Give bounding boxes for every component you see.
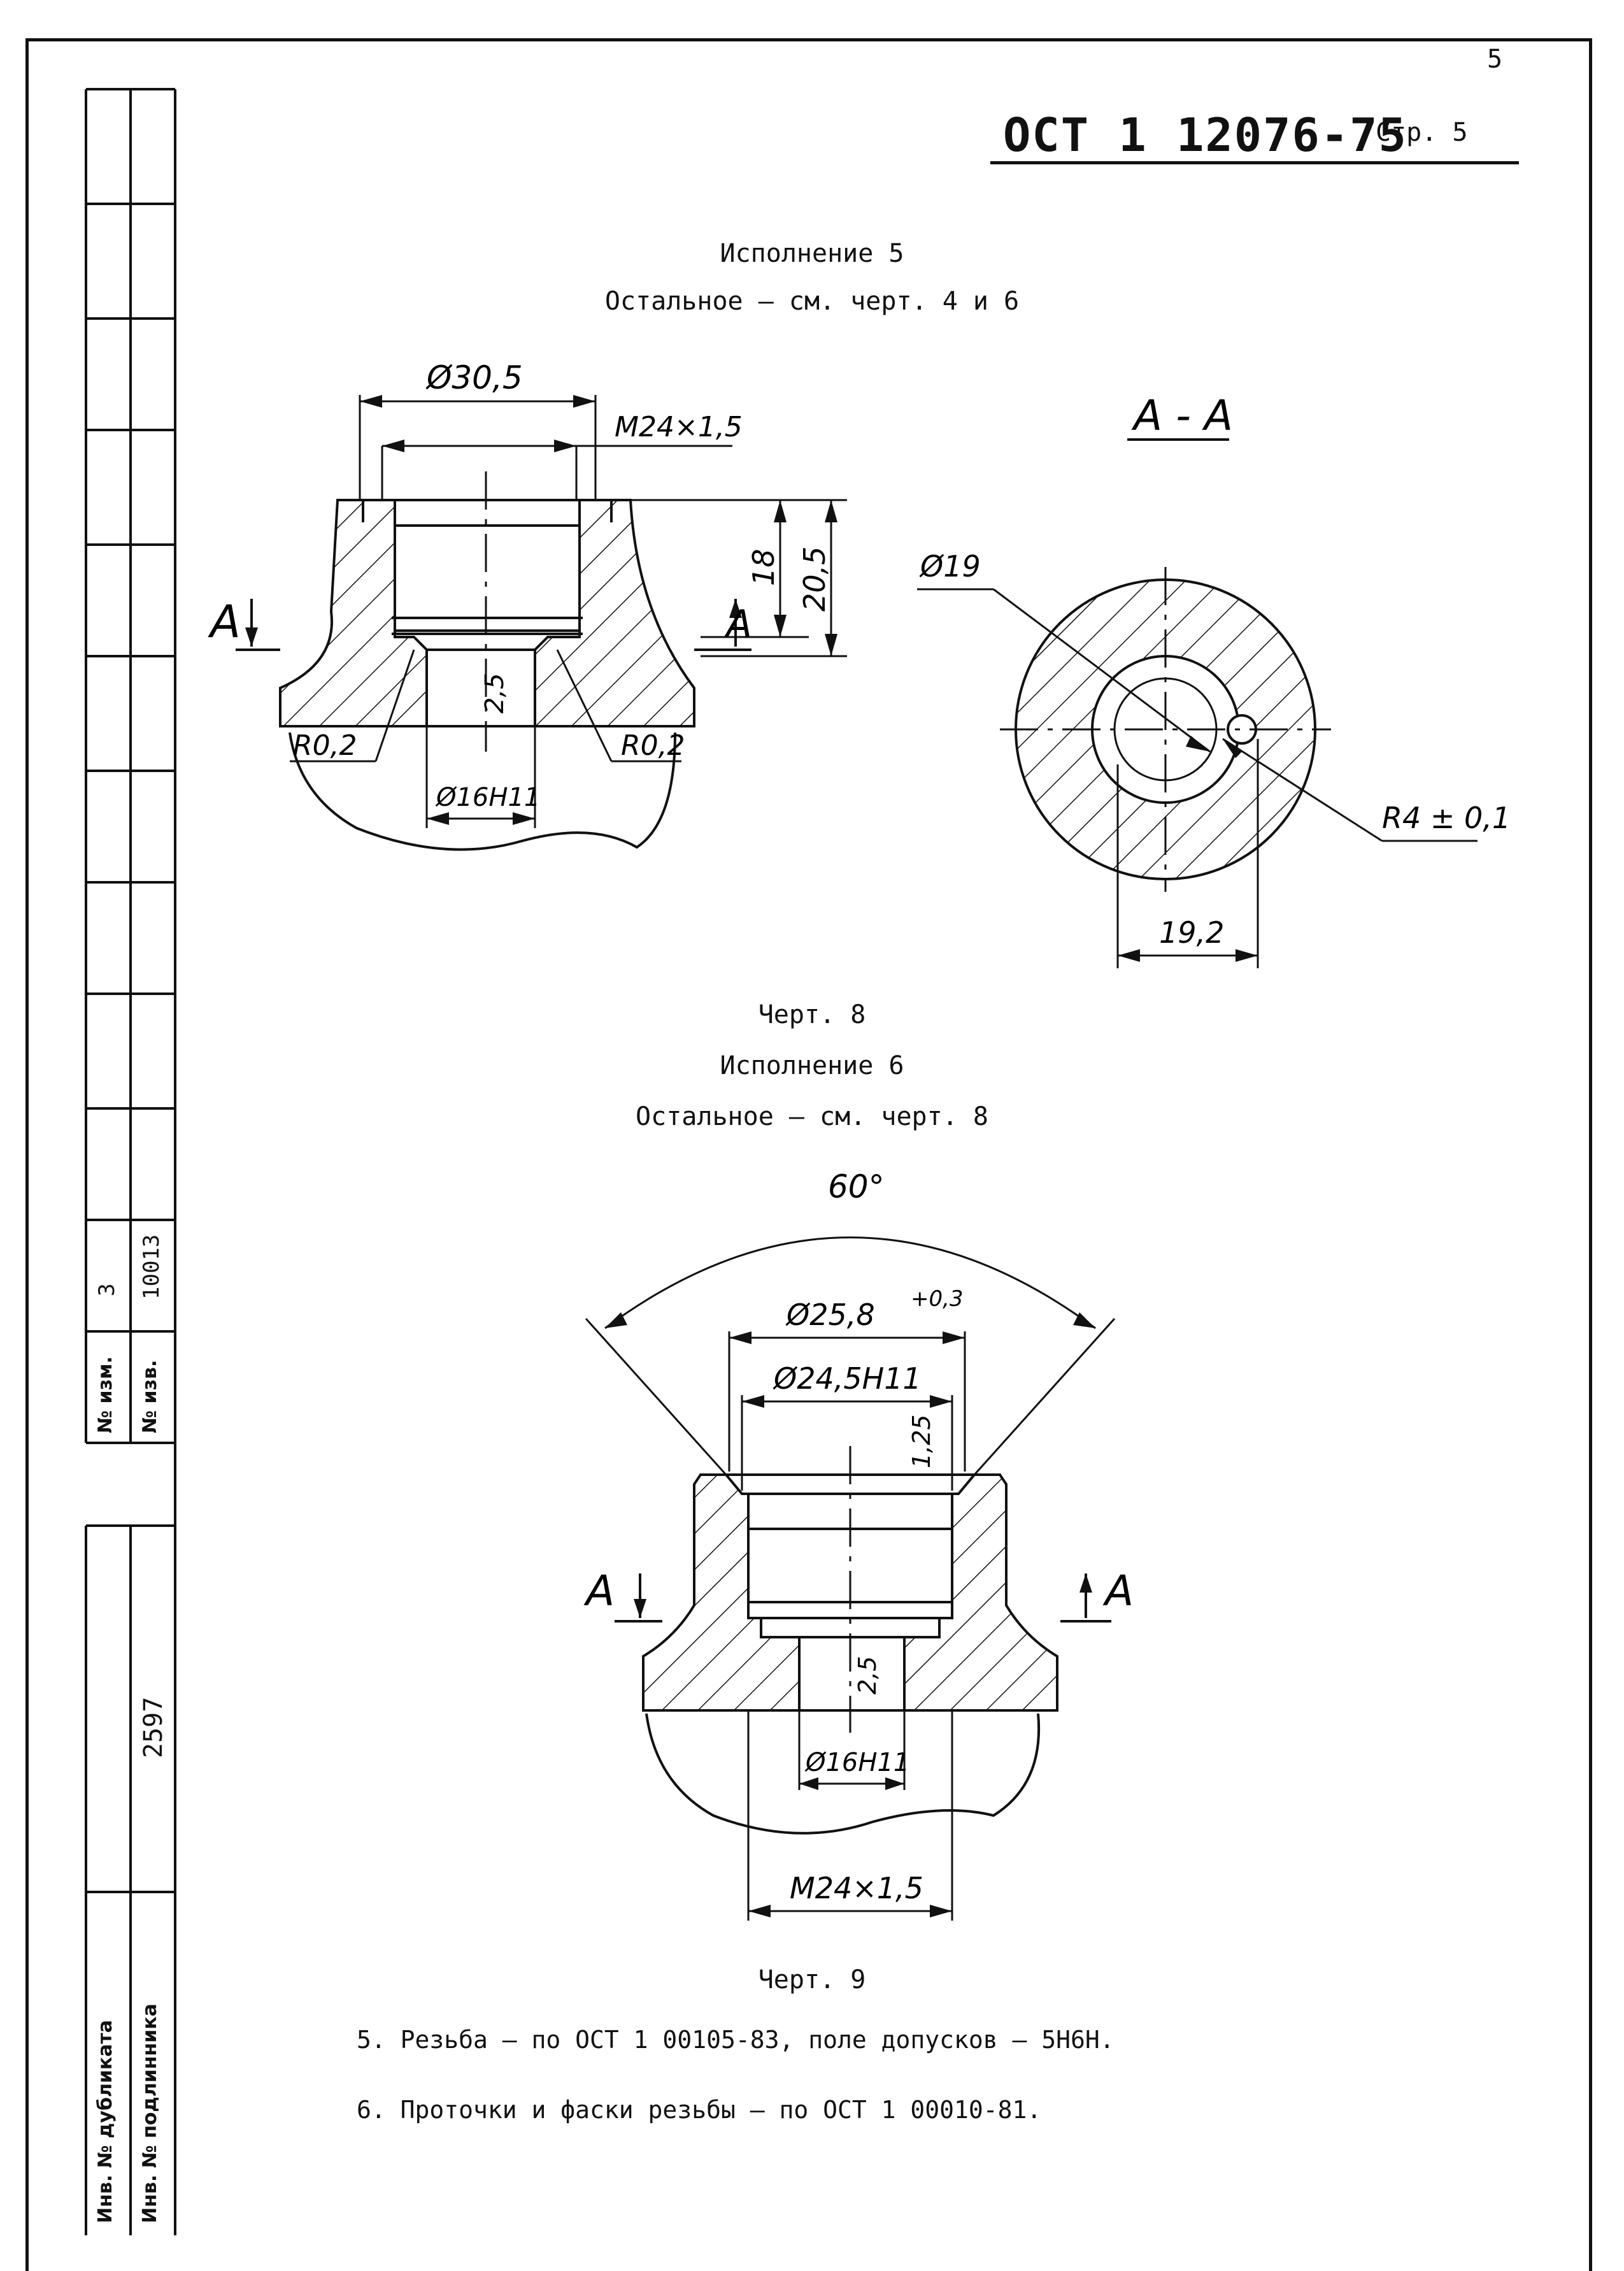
fig9-finish2: 2,5 <box>853 1656 881 1694</box>
fig8-caption: Черт. 8 <box>758 1000 866 1029</box>
dubl-label: Инв. № дубликата <box>94 2019 117 2223</box>
section-width: 19,2 <box>1159 915 1224 950</box>
podl-label: Инв. № подлинника <box>139 2003 161 2223</box>
page-frame <box>25 38 1592 2271</box>
page-number: 5 <box>1487 45 1503 74</box>
fig9-d-chamfer: Ø25,8 <box>785 1298 875 1332</box>
fig9-angle: 60° <box>828 1168 885 1205</box>
fig9-thread: M24×1,5 <box>790 1871 923 1905</box>
fig9-caption: Черт. 9 <box>758 1965 866 1995</box>
fig8-d-outer: Ø30,5 <box>425 359 523 396</box>
fig9-cut-left: A <box>583 1566 615 1615</box>
fig9-drawing: 60° Ø25,8 +0,3 Ø24,5H11 1,25 2,5 Ø16H11 … <box>583 1168 1134 1921</box>
fig8-variant: Исполнение 5 <box>720 239 904 268</box>
side-stamp-grid <box>85 88 176 2235</box>
fig8-cut-right: A <box>723 602 752 647</box>
fig8-depth2: 20,5 <box>797 547 832 612</box>
section-title: А - А <box>1131 391 1233 440</box>
fig9-variant: Исполнение 6 <box>720 1051 904 1080</box>
fig8-finish: 2,5 <box>480 673 509 713</box>
fig9-d-chamfer-tol: +0,3 <box>911 1286 964 1312</box>
fig8-depth1: 18 <box>746 548 781 586</box>
fig8-d-bore: Ø16H11 <box>435 783 540 812</box>
fig8-r-left: R0,2 <box>293 729 357 762</box>
fig8-rest: Остальное – см. черт. 4 и 6 <box>604 287 1020 316</box>
note-5: 5. Резьба – по ОСТ 1 00105-83, поле допу… <box>357 2026 1115 2054</box>
standard-title: ОСТ 1 12076-75 <box>1003 108 1407 162</box>
section-d: Ø19 <box>919 549 981 584</box>
header-underline <box>990 161 1519 164</box>
section-a-a: А - А Ø19 R4 ± 0,1 19,2 <box>917 391 1511 968</box>
fig9-d-recess: Ø24,5H11 <box>773 1361 922 1396</box>
fig8-drawing: Ø30,5 M24×1,5 18 20,5 2,5 R0,2 R0,2 Ø16H… <box>208 359 847 851</box>
fig8-thread: M24×1,5 <box>615 411 743 443</box>
note-6: 6. Проточки и фаски резьбы – по ОСТ 1 00… <box>357 2096 1042 2124</box>
fig8-r-right: R0,2 <box>621 729 685 762</box>
fig9-finish1: 1,25 <box>908 1414 936 1468</box>
fig8-cut-left: A <box>208 596 241 648</box>
fig9-rest: Остальное – см. черт. 8 <box>636 1102 988 1131</box>
fig9-cut-right: A <box>1102 1566 1134 1615</box>
page-label: Стр. 5 <box>1376 118 1468 147</box>
section-radius: R4 ± 0,1 <box>1382 801 1511 835</box>
fig9-d-bore: Ø16H11 <box>804 1748 909 1777</box>
